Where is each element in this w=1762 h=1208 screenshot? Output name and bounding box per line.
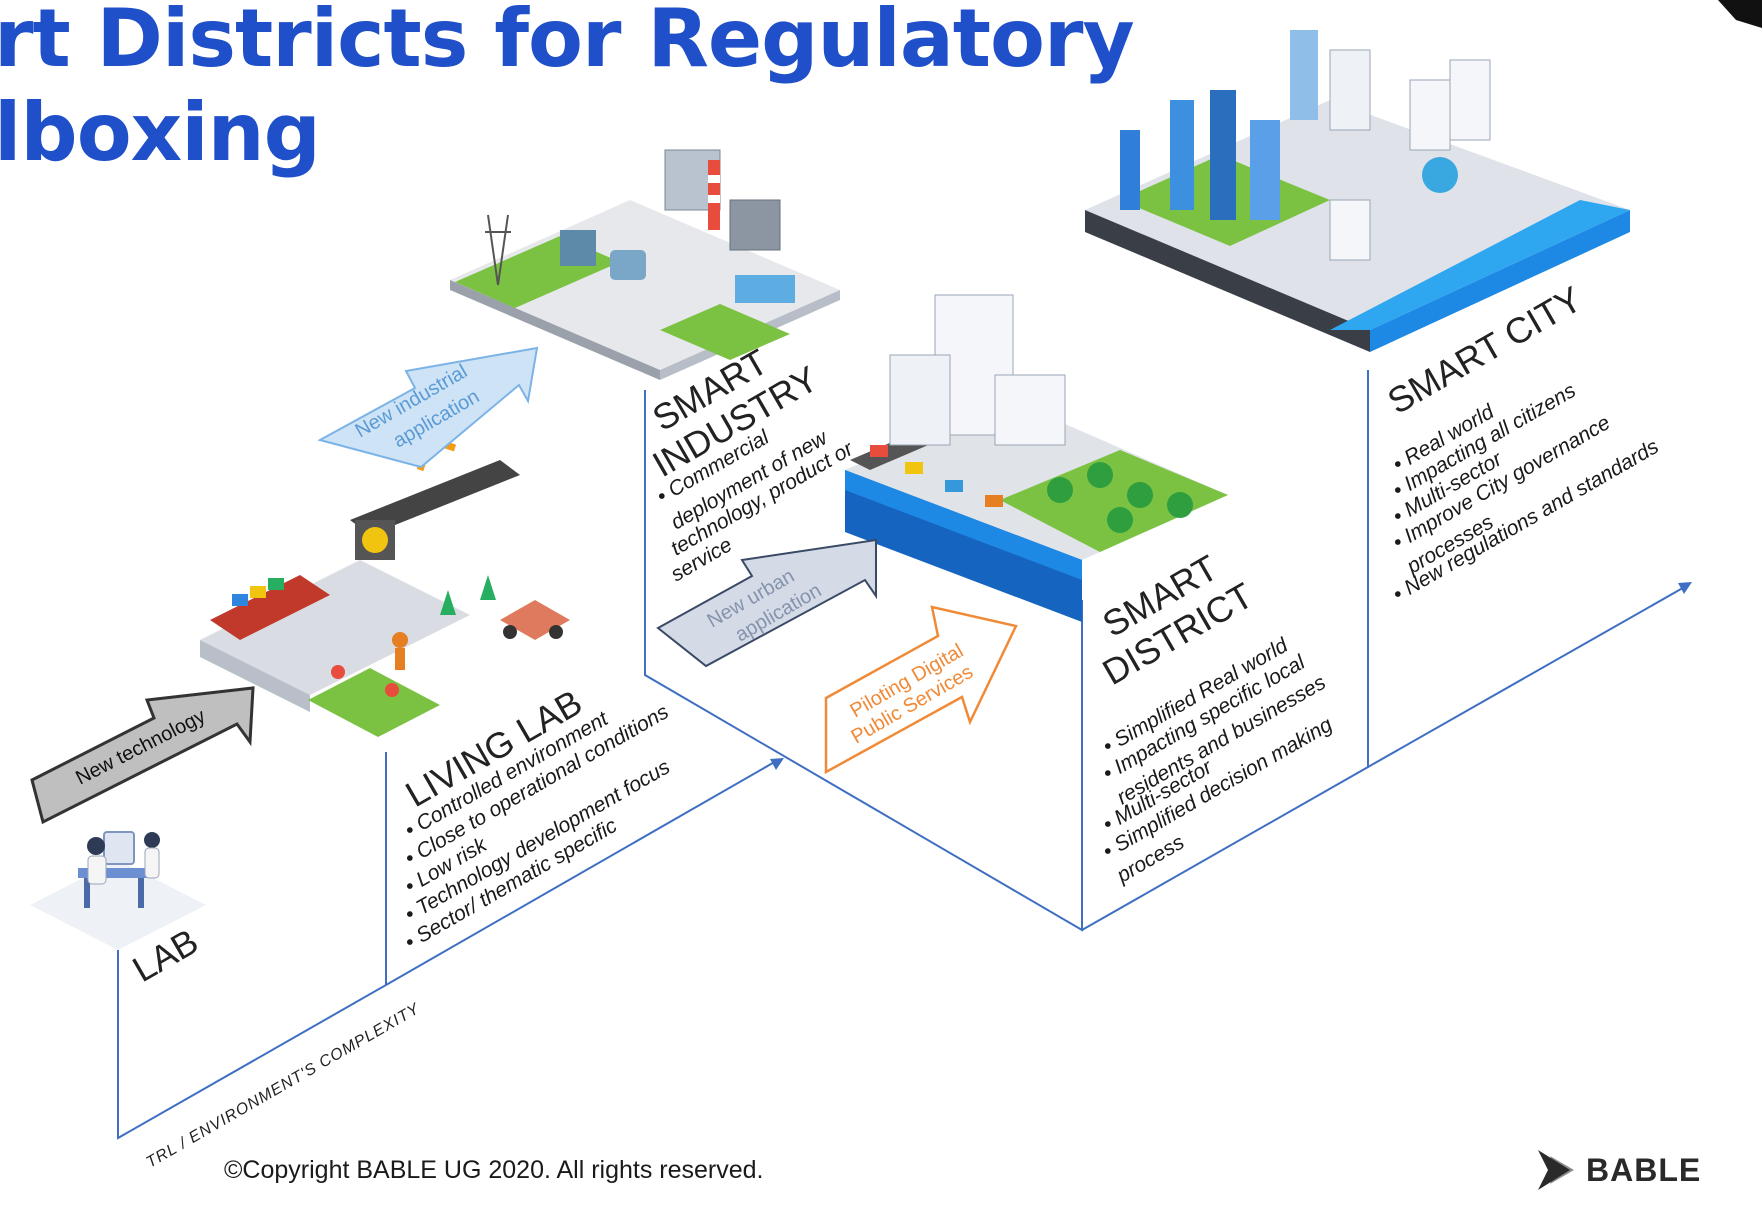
bable-logo-text: BABLE bbox=[1586, 1152, 1701, 1189]
arrow-piloting-digital-public-services: Piloting Digital Public Services bbox=[826, 607, 1016, 772]
living-lab-scene-icon bbox=[200, 440, 570, 737]
bable-logo: BABLE bbox=[1536, 1148, 1701, 1192]
copyright-footer: ©Copyright BABLE UG 2020. All rights res… bbox=[224, 1156, 764, 1185]
arrow-new-industrial-application: New industrial application bbox=[320, 348, 537, 467]
smart-city-bullets: • Real world • Impacting all citizens • … bbox=[1389, 379, 1663, 607]
industry-scene-icon bbox=[450, 150, 840, 380]
axis-label: TRL / ENVIRONMENT'S COMPLEXITY bbox=[144, 1000, 424, 1171]
axis-arrowhead-end bbox=[1678, 582, 1692, 594]
corner-arrow-icon bbox=[1718, 0, 1762, 28]
arrow-new-technology: New technology bbox=[32, 688, 253, 822]
bable-logo-icon bbox=[1536, 1148, 1576, 1192]
